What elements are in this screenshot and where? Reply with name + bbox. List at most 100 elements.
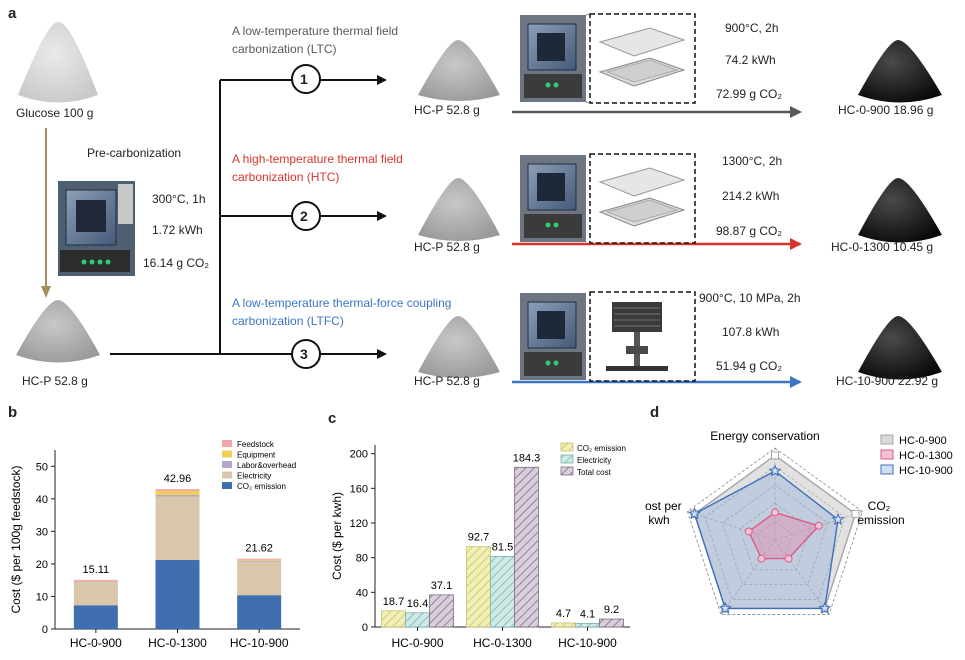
route-2-input-label: HC-P 52.8 g [414, 240, 480, 254]
route-2-mold-box [589, 153, 696, 244]
route-1-title-line2: carbonization (LTC) [232, 42, 337, 56]
chart-b-bar-segment [73, 579, 118, 581]
precarbonization-label: Pre-carbonization [87, 146, 182, 160]
chart-b-bar-segment [155, 489, 200, 492]
chart-d-point [768, 464, 782, 477]
chart-d-point [771, 508, 779, 517]
precarbonization-energy: 1.72 kWh [152, 223, 203, 237]
chart-d-axis-label: CO₂ [868, 499, 891, 513]
route-2-number: 2 [300, 208, 308, 224]
chart-c-bar [381, 610, 406, 628]
chart-c-bar [429, 594, 454, 628]
chart-b-bar-segment [73, 581, 118, 583]
product-2-pile-icon [858, 178, 942, 243]
chart-d-legend-label: HC-0-900 [899, 435, 947, 447]
glucose-label: Glucose 100 g [16, 106, 94, 120]
chart-b-legend-label: CO₂ emission [237, 482, 286, 491]
precarbonization-furnace-photo [58, 181, 135, 276]
chart-d-point [744, 527, 753, 536]
chart-b-bar-segment [155, 496, 200, 561]
route-3-badge [291, 339, 321, 369]
chart-d-grid-ring [687, 447, 863, 615]
chart-b-bar-segment [73, 605, 118, 629]
panel-letter-a: a [8, 5, 17, 22]
route-1-product-label: HC-0-900 18.96 g [838, 103, 934, 117]
chart-b-legend-swatch [222, 461, 232, 468]
hcp-start-pile-icon [16, 300, 100, 363]
chart-b-bar-segment [237, 558, 282, 560]
route-3-title-line2: carbonization (LTFC) [232, 314, 344, 328]
route-1-mold-icon [598, 27, 686, 87]
route-1-input-pile-icon [418, 40, 500, 101]
chart-c-bar [405, 612, 430, 628]
route-2-energy: 214.2 kWh [722, 189, 780, 203]
chart-c-value-label: 81.5 [492, 541, 513, 553]
route-1-mold-box [589, 13, 696, 104]
chart-b-y-tick-label: 30 [36, 526, 48, 538]
route-3-energy: 107.8 kWh [722, 325, 780, 339]
chart-d-point [814, 521, 823, 530]
route-1-number: 1 [300, 71, 308, 87]
chart-b-y-axis-label: Cost ($ per 100g feedstock) [9, 465, 23, 613]
chart-b-bar-segment [237, 559, 282, 561]
chart-c-x-tick-label: HC-10-900 [558, 636, 617, 650]
chart-b-legend-swatch [222, 482, 232, 489]
chart-c-x-tick-label: HC-0-1300 [473, 636, 532, 650]
route-3-temp: 900°C, 10 MPa, 2h [699, 291, 801, 305]
chart-b-bar-segment [73, 580, 118, 582]
chart-d-point [718, 601, 732, 615]
chart-b-total-label: 21.62 [245, 543, 273, 555]
chart-b-bar-segment [237, 595, 282, 629]
chart-b-y-tick-label: 50 [36, 461, 48, 473]
product-3-pile-icon [858, 316, 942, 380]
chart-c-value-label: 184.3 [513, 452, 541, 464]
chart-b-bar-segment [155, 491, 200, 495]
chart-c-y-tick-label: 120 [350, 518, 368, 530]
route-3-furnace-photo [520, 293, 586, 380]
chart-c-legend-swatch [560, 454, 574, 464]
route-2-furnace-photo [520, 155, 586, 242]
chart-b-legend-label: Equipment [237, 451, 276, 460]
chart-b-legend-label: Labor&overhead [237, 461, 296, 470]
chart-d-point [784, 554, 793, 563]
route-2-temp: 1300°C, 2h [722, 154, 783, 168]
chart-d-point [757, 554, 766, 563]
chart-b-x-tick-label: HC-10-900 [230, 636, 289, 650]
route-1-energy: 74.2 kWh [725, 53, 776, 67]
panel-letter-b: b [8, 404, 18, 421]
route-1-temp: 900°C, 2h [725, 21, 779, 35]
chart-c-value-label: 37.1 [431, 580, 452, 592]
panel-letter-c: c [328, 410, 337, 427]
chart-d-point [771, 451, 779, 460]
precarbonization-co2: 16.14 g CO₂ [143, 256, 210, 270]
chart-d-axis-label: kwh [648, 513, 669, 527]
chart-b-bar-segment [237, 560, 282, 562]
chart-b-legend-label: Electricity [237, 472, 271, 481]
chart-b-bar-segment [155, 494, 200, 497]
route-1-furnace-photo [520, 15, 586, 102]
precarbonization-temp: 300°C, 1h [152, 192, 206, 206]
chart-d-series-area [693, 470, 839, 610]
route-2-input-pile-icon [418, 178, 500, 241]
chart-b-y-tick-label: 10 [36, 591, 48, 603]
chart-c-legend-label: CO₂ emission [577, 444, 626, 453]
process-diagram [16, 13, 942, 388]
route-1-input-label: HC-P 52.8 g [414, 103, 480, 117]
route-2-mold-icon [598, 167, 686, 227]
chart-c-bar [466, 546, 491, 628]
chart-b-bar-segment [237, 561, 282, 596]
chart-c-y-tick-label: 40 [356, 587, 368, 599]
hcp-start-label: HC-P 52.8 g [22, 374, 88, 388]
chart-c-legend-swatch [560, 466, 574, 476]
chart-c-value-label: 4.7 [556, 608, 571, 620]
route-3-input-pile-icon [418, 316, 500, 378]
chart-d-point [831, 512, 845, 526]
route-3-press-box [589, 291, 696, 382]
chart-b-legend-swatch [222, 471, 232, 479]
chart-c-bar [599, 618, 624, 628]
chart-d-legend-swatch [880, 464, 894, 475]
chart-b-y-tick-label: 0 [42, 624, 48, 636]
chart-c-y-tick-label: 0 [362, 622, 368, 634]
chart-d-axis-label: Cost per [645, 499, 682, 513]
